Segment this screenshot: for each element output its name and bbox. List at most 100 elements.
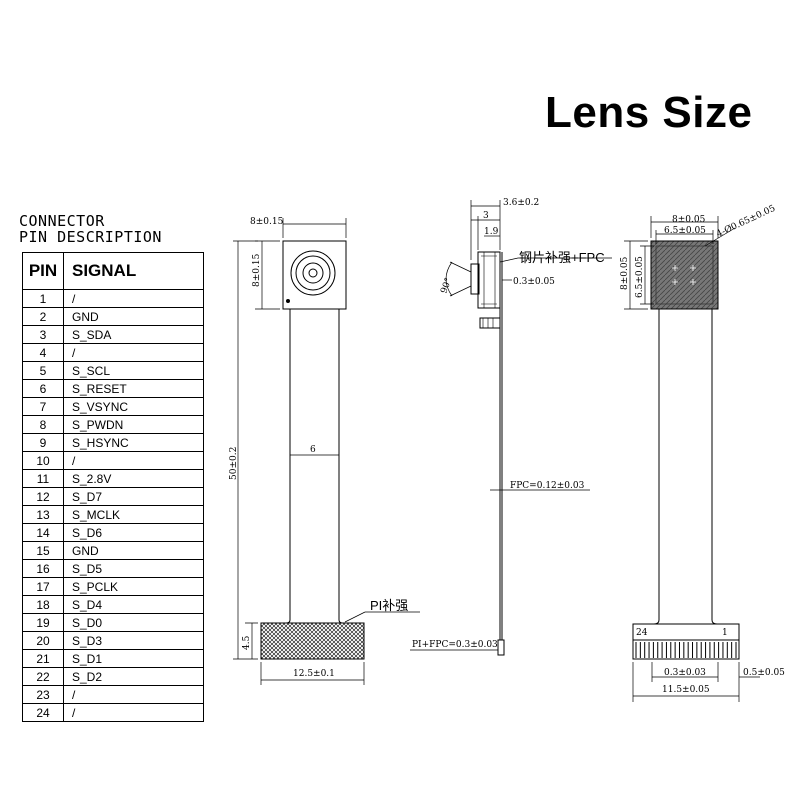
pin-row: 1/ [22, 289, 204, 308]
pin-signal: S_VSYNC [63, 397, 204, 416]
dim-back-holes: 4-Ø0.65±0.05 [715, 203, 778, 240]
back-inner-rect [655, 245, 714, 305]
dim-line-side-total [470, 200, 501, 260]
dim-line-side-3 [471, 216, 500, 250]
ribbon-back [658, 309, 713, 620]
side-lens-barrel [470, 263, 480, 295]
dim-steel: 0.3±0.05 [513, 277, 555, 287]
pin-number: 10 [22, 451, 64, 470]
back-view [624, 216, 760, 702]
connector-title-line1: CONNECTOR [19, 212, 105, 230]
connector-title-line2: PIN DESCRIPTION [19, 228, 162, 246]
dim-line-back-inner-height [640, 245, 654, 305]
dim-line-back-inner [655, 230, 714, 244]
leader-holes [704, 227, 736, 247]
lens-ring [295, 255, 331, 291]
lens-outer-ring [290, 250, 336, 296]
back-connector-pins [632, 639, 740, 660]
side-module-body [477, 251, 501, 309]
pin-label-1: 1 [722, 628, 728, 638]
dim-stiffener-height: 4.5 [242, 635, 252, 650]
pi-stiffener [260, 622, 365, 660]
pin-signal: / [63, 703, 204, 722]
pin-signal: S_D2 [63, 667, 204, 686]
dim-front-ribbon: 6 [310, 445, 316, 455]
dim-front-width: 8±0.15 [250, 217, 284, 227]
dim-pad: 0.5±0.05 [743, 668, 785, 678]
dim-fpc: FPC=0.12±0.03 [510, 481, 585, 491]
dim-pitch: 0.3±0.03 [664, 668, 706, 678]
dim-stiffener-width: 12.5±0.1 [293, 669, 335, 679]
pin-signal: S_PCLK [63, 577, 204, 596]
pin-row: 24/ [22, 703, 204, 722]
stiffener-leader [344, 611, 366, 623]
pin-signal: S_2.8V [63, 469, 204, 488]
dim-line-back-width [650, 216, 719, 238]
side-angle-arc [445, 261, 453, 297]
back-module [650, 240, 719, 310]
side-pi-stiffener [497, 639, 505, 656]
pin-number: 14 [22, 523, 64, 542]
pin1-marker [286, 299, 290, 303]
pin-signal: S_D1 [63, 649, 204, 668]
header-pin: PIN [22, 252, 64, 290]
dim-line-stiffener-height [245, 622, 258, 659]
lens-center [308, 268, 318, 278]
label-steel-fpc: 钢片补强+FPC [519, 250, 605, 265]
dim-line-width [282, 218, 347, 238]
front-view [233, 218, 420, 685]
dim-front-height: 8±0.15 [252, 253, 262, 287]
side-view [410, 200, 612, 656]
connector-pin-ticks [635, 642, 737, 658]
pin-row: 10/ [22, 451, 204, 470]
page-title: Lens Size [545, 88, 753, 137]
dim-side-angle: 90° [439, 277, 454, 295]
dim-line-length [233, 240, 258, 660]
camera-module-front [282, 240, 347, 310]
dim-line-height [255, 240, 280, 310]
side-angle-lines [449, 261, 472, 297]
dim-side-1-9: 1.9 [484, 227, 499, 237]
ribbon-front [289, 309, 340, 620]
connector-title: CONNECTOR PIN DESCRIPTION [19, 213, 162, 245]
ribbon-back-flare [633, 619, 739, 625]
dim-line-pitch [651, 662, 719, 682]
dim-line-connector [632, 662, 740, 702]
pin-signal: S_PWDN [63, 415, 204, 434]
pin-signal: S_D3 [63, 631, 204, 650]
dim-line-stiffener-width [260, 662, 365, 685]
pin-signal: S_D7 [63, 487, 204, 506]
dim-front-length: 50±0.2 [229, 447, 239, 480]
dim-connector: 11.5±0.05 [662, 685, 710, 695]
header-signal: SIGNAL [63, 252, 204, 290]
dim-back-height: 8±0.05 [620, 256, 630, 290]
pin-signal: S_D0 [63, 613, 204, 632]
pin-number: 24 [22, 703, 64, 722]
label-pi-stiffener: PI补强 [370, 598, 408, 613]
pin-signal: GND [63, 307, 204, 326]
pin-label-24: 24 [636, 628, 648, 638]
back-marks [672, 265, 696, 285]
pin-table-header: PIN SIGNAL [22, 252, 204, 290]
dim-line-back-height [624, 240, 648, 310]
side-module-detail [481, 252, 497, 308]
dim-back-inner-height: 6.5±0.05 [635, 256, 645, 298]
side-fpc [499, 252, 503, 640]
dim-side-3: 3 [483, 211, 489, 221]
dim-pi-fpc: PI+FPC=0.3±0.03 [412, 640, 498, 650]
leader-steel [499, 257, 612, 263]
